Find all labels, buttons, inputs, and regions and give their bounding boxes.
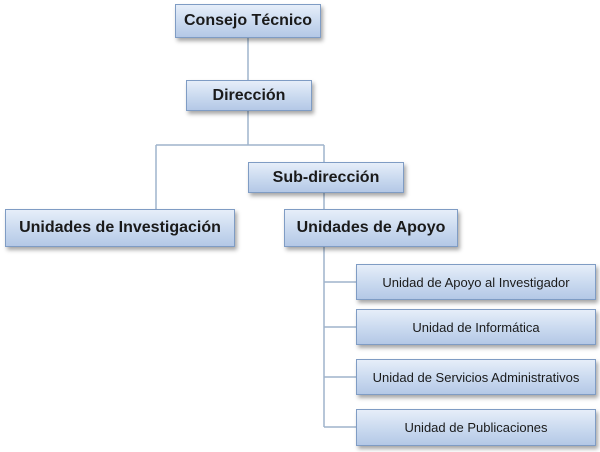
node-unidad-servicios-administrativos: Unidad de Servicios Administrativos (356, 359, 596, 395)
node-unidad-publicaciones: Unidad de Publicaciones (356, 409, 596, 446)
node-unidad-informatica: Unidad de Informática (356, 309, 596, 345)
node-unidades-investigacion: Unidades de Investigación (5, 209, 235, 247)
node-unidad-apoyo-investigador: Unidad de Apoyo al Investigador (356, 264, 596, 300)
node-direccion: Dirección (186, 80, 312, 111)
node-consejo-tecnico: Consejo Técnico (175, 4, 321, 38)
node-subdireccion: Sub-dirección (248, 162, 404, 193)
node-unidades-apoyo: Unidades de Apoyo (284, 209, 458, 247)
